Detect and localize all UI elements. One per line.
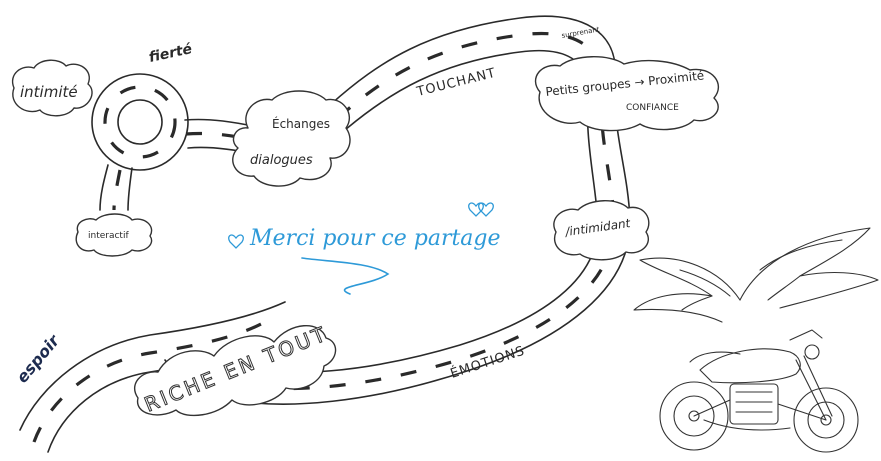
emotions-label: ÉMOTIONS	[448, 343, 527, 382]
echanges-label: Échanges	[272, 116, 330, 131]
cloud-riche: RICHE EN TOUT	[135, 321, 336, 417]
wings-icon	[634, 228, 878, 322]
intimite-label: intimité	[20, 83, 78, 101]
center-message: Merci pour ce partage	[229, 203, 501, 294]
heart-icon	[229, 235, 244, 248]
motorcycle-icon	[660, 330, 858, 452]
heart-icon	[479, 203, 494, 216]
blue-squiggle	[302, 258, 388, 294]
interactif-road	[100, 165, 132, 210]
winged-motorcycle	[634, 228, 878, 452]
cloud-petits-groupes: Petits groupes → Proximité CONFIANCE	[536, 57, 719, 131]
cloud-echanges: Échanges dialogues	[233, 91, 350, 186]
cloud-intimite: intimité	[13, 60, 92, 116]
confiance-label: CONFIANCE	[626, 103, 679, 113]
touchant-label: TOUCHANT	[414, 66, 497, 100]
surprenant-label: surprenant	[561, 25, 600, 40]
interactif-label: interactif	[88, 231, 129, 241]
espoir-label: espoir	[13, 330, 64, 386]
dialogues-label: dialogues	[250, 153, 313, 168]
cloud-intimidant: /intimidant	[554, 201, 649, 260]
cloud-interactif: interactif	[76, 214, 151, 256]
roundabout	[92, 74, 188, 170]
merci-label: Merci pour ce partage	[249, 226, 501, 251]
fierte-label: fierté	[148, 41, 194, 66]
heart-icon	[469, 203, 484, 216]
